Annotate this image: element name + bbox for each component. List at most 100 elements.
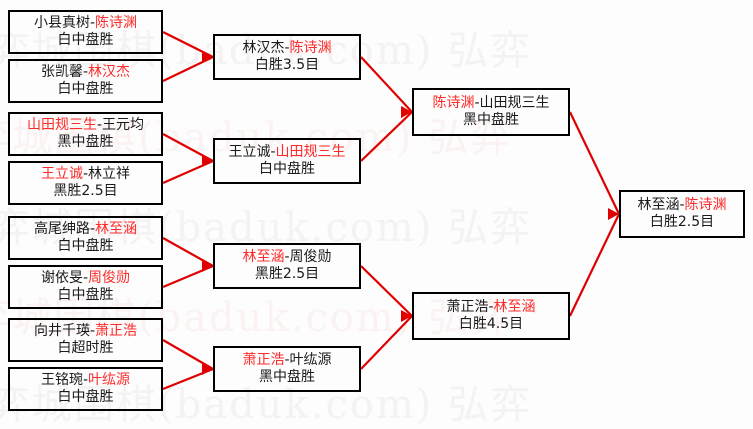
match-result: 白胜2.5目 — [649, 214, 715, 230]
match-players: 林至涵-陈诗渊 — [637, 197, 726, 214]
match-box[interactable]: 王立诚-山田规三生白中盘胜 — [213, 138, 361, 184]
match-players: 向井千瑛-萧正浩 — [34, 323, 137, 340]
match-result: 黑中盘胜 — [463, 112, 519, 128]
connector-arrowhead-icon — [202, 363, 213, 375]
match-players: 张凯馨-林汉杰 — [41, 64, 130, 81]
player-right-name: 叶纮源 — [88, 372, 131, 389]
player-left-name: 小县真树 — [33, 15, 90, 32]
player-right-name: 叶纮源 — [289, 352, 332, 369]
match-result: 白中盘胜 — [57, 389, 114, 405]
match-players: 王铭琬-叶纮源 — [41, 372, 130, 389]
player-separator: - — [89, 15, 96, 32]
match-players: 林至涵-周俊勋 — [242, 249, 331, 266]
match-box[interactable]: 陈诗渊-山田规三生黑中盘胜 — [412, 88, 570, 136]
match-result: 白胜3.5目 — [254, 57, 320, 73]
player-separator: - — [679, 197, 685, 214]
bracket-connector-line — [360, 111, 413, 162]
bracket-connector-line — [360, 56, 413, 113]
player-separator: - — [82, 64, 89, 81]
match-box[interactable]: 向井千瑛-萧正浩白超时胜 — [8, 318, 163, 362]
player-left-name: 林至涵 — [637, 197, 680, 214]
match-players: 萧正浩-叶纮源 — [242, 352, 331, 369]
player-left-name: 王立诚 — [40, 166, 83, 183]
player-left-name: 谢依旻 — [40, 270, 83, 287]
bracket-connector-line — [162, 367, 214, 391]
match-result: 白中盘胜 — [57, 287, 114, 303]
player-right-name: 陈诗渊 — [95, 15, 138, 32]
bracket-connector-line — [162, 339, 214, 370]
match-players: 王立诚-山田规三生 — [228, 144, 345, 161]
match-players: 陈诗渊-山田规三生 — [432, 95, 549, 112]
match-box[interactable]: 山田规三生-王元均黑中盘胜 — [8, 112, 163, 156]
match-players: 高尾绅路-林至涵 — [34, 221, 137, 238]
match-result: 白中盘胜 — [57, 32, 114, 48]
match-box[interactable]: 谢依旻-周俊勋白中盘胜 — [8, 265, 163, 309]
match-players: 山田规三生-王元均 — [27, 117, 144, 134]
player-left-name: 王立诚 — [228, 144, 271, 161]
bracket-connector-line — [162, 159, 214, 185]
connector-arrowhead-icon — [608, 208, 619, 220]
player-separator: - — [96, 117, 103, 134]
connector-arrowhead-icon — [202, 155, 213, 167]
player-left-name: 林汉杰 — [242, 40, 285, 57]
match-result: 白中盘胜 — [57, 238, 114, 254]
player-separator: - — [82, 372, 89, 389]
player-right-name: 陈诗渊 — [289, 40, 332, 57]
match-box[interactable]: 林至涵-陈诗渊白胜2.5目 — [619, 190, 745, 238]
player-separator: - — [284, 40, 290, 57]
connector-arrowhead-icon — [202, 260, 213, 272]
player-left-name: 王铭琬 — [40, 372, 83, 389]
match-box[interactable]: 林至涵-周俊勋黑胜2.5目 — [213, 243, 361, 289]
player-left-name: 陈诗渊 — [432, 95, 475, 112]
bracket-connector-line — [360, 315, 413, 370]
player-right-name: 林至涵 — [95, 221, 138, 238]
player-right-name: 山田规三生 — [275, 144, 346, 161]
match-result: 白中盘胜 — [259, 161, 315, 177]
match-box[interactable]: 小县真树-陈诗渊白中盘胜 — [8, 10, 163, 54]
player-separator: - — [474, 95, 480, 112]
match-box[interactable]: 林汉杰-陈诗渊白胜3.5目 — [213, 34, 361, 80]
player-separator: - — [89, 221, 96, 238]
match-box[interactable]: 张凯馨-林汉杰白中盘胜 — [8, 59, 163, 103]
player-left-name: 山田规三生 — [26, 117, 97, 134]
player-right-name: 周俊勋 — [88, 270, 131, 287]
match-result: 黑胜2.5目 — [254, 266, 320, 282]
player-left-name: 萧正浩 — [242, 352, 285, 369]
player-left-name: 林至涵 — [242, 249, 285, 266]
player-separator: - — [488, 299, 494, 316]
player-right-name: 周俊勋 — [289, 249, 332, 266]
player-separator: - — [284, 352, 290, 369]
match-box[interactable]: 萧正浩-叶纮源黑中盘胜 — [213, 346, 361, 392]
match-result: 黑中盘胜 — [57, 134, 114, 150]
match-players: 萧正浩-林至涵 — [446, 299, 535, 316]
player-separator: - — [82, 270, 89, 287]
player-separator: - — [82, 166, 89, 183]
match-players: 谢依旻-周俊勋 — [41, 270, 130, 287]
player-separator: - — [284, 249, 290, 266]
player-left-name: 张凯馨 — [40, 64, 83, 81]
match-box[interactable]: 王铭琬-叶纮源白中盘胜 — [8, 367, 163, 411]
player-left-name: 向井千瑛 — [33, 323, 90, 340]
match-players: 小县真树-陈诗渊 — [34, 15, 137, 32]
connector-arrowhead-icon — [401, 310, 412, 322]
bracket-connector-line — [569, 213, 620, 317]
player-right-name: 林立祥 — [88, 166, 131, 183]
bracket-connector-line — [162, 133, 214, 162]
bracket-connector-line — [162, 237, 214, 267]
bracket-connector-line — [360, 265, 413, 317]
match-box[interactable]: 王立诚-林立祥黑胜2.5目 — [8, 161, 163, 205]
match-result: 黑胜2.5目 — [53, 183, 118, 199]
player-right-name: 陈诗渊 — [684, 197, 727, 214]
player-left-name: 萧正浩 — [446, 299, 489, 316]
player-left-name: 高尾绅路 — [33, 221, 90, 238]
player-separator: - — [89, 323, 96, 340]
bracket-connector-line — [162, 56, 214, 82]
bracket-connector-line — [569, 111, 620, 215]
match-box[interactable]: 萧正浩-林至涵白胜4.5目 — [412, 292, 570, 340]
match-box[interactable]: 高尾绅路-林至涵白中盘胜 — [8, 216, 163, 260]
match-result: 白中盘胜 — [57, 81, 114, 97]
match-result: 黑中盘胜 — [259, 369, 315, 385]
player-separator: - — [270, 144, 276, 161]
player-right-name: 林至涵 — [493, 299, 536, 316]
